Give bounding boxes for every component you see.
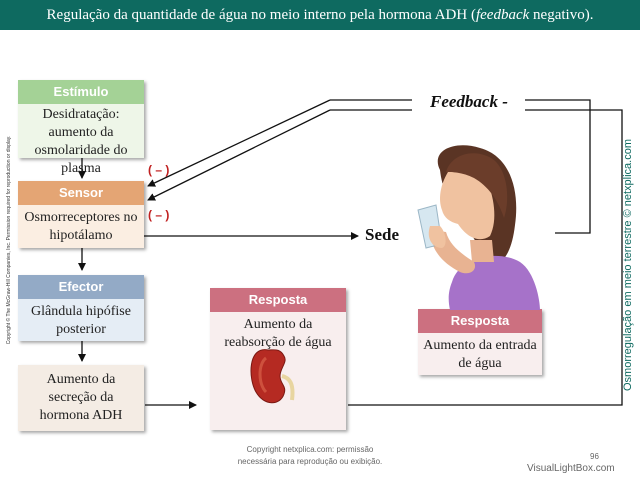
response-water-intake-text: Aumento da entrada de água — [423, 338, 537, 371]
stimulus-box: Estímulo Desidratação: aumento da osmola… — [18, 80, 144, 176]
response-water-intake-header: Resposta — [418, 309, 542, 333]
sensor-header: Sensor — [18, 181, 144, 205]
bottom-copyright-line-1: Copyright netxplica.com: permissão — [246, 445, 374, 454]
slide-number: 96 — [590, 452, 599, 461]
thirst-label: Sede — [365, 225, 399, 244]
sensor-box: Sensor Osmorreceptores no hipotálamo — [18, 181, 144, 248]
effector-header: Efector — [18, 275, 144, 299]
secretion-box: Aumento da secreção da hormona ADH — [18, 365, 144, 431]
response-reabsorption-header: Resposta — [210, 288, 346, 312]
stimulus-header: Estímulo — [18, 80, 144, 104]
kidney-image — [250, 349, 295, 404]
title-bar: Regulação da quantidade de água no meio … — [0, 0, 640, 30]
watermark: VisualLightBox.com — [527, 463, 615, 474]
feedback-arrow-1 — [147, 99, 331, 187]
left-copyright: Copyright © The McGraw-Hill Companies, I… — [6, 135, 12, 345]
minus-sign-2: ( – ) — [148, 208, 170, 222]
feedback-arrow-2 — [147, 109, 331, 201]
feedback-loop-outer — [348, 109, 623, 406]
stimulus-text: Desidratação: aumento da osmolaridade do… — [34, 107, 128, 176]
effector-text: Glândula hipófise posterior — [31, 304, 131, 337]
response-reabsorption-text: Aumento da reabsorção de água — [224, 317, 332, 350]
title-emphasis: feedback — [475, 7, 530, 23]
response-reabsorption-box: Resposta Aumento da reabsorção de água — [210, 288, 346, 430]
side-credit: Osmorregulação em meio terrestre © netxp… — [622, 138, 634, 392]
secretion-text: Aumento da secreção da hormona ADH — [39, 372, 123, 423]
effector-box: Efector Glândula hipófise posterior — [18, 275, 144, 341]
sensor-text: Osmorreceptores no hipotálamo — [24, 210, 138, 243]
minus-sign-1: ( – ) — [148, 163, 170, 177]
title-text: Regulação da quantidade de água no meio … — [46, 7, 476, 23]
title-text-end: negativo). — [529, 7, 594, 23]
feedback-loop-right — [525, 99, 591, 234]
bottom-copyright-line-2: necessária para reprodução ou exibição. — [237, 457, 383, 466]
feedback-label: Feedback - — [430, 92, 508, 111]
response-water-intake-box: Resposta Aumento da entrada de água — [418, 309, 542, 375]
